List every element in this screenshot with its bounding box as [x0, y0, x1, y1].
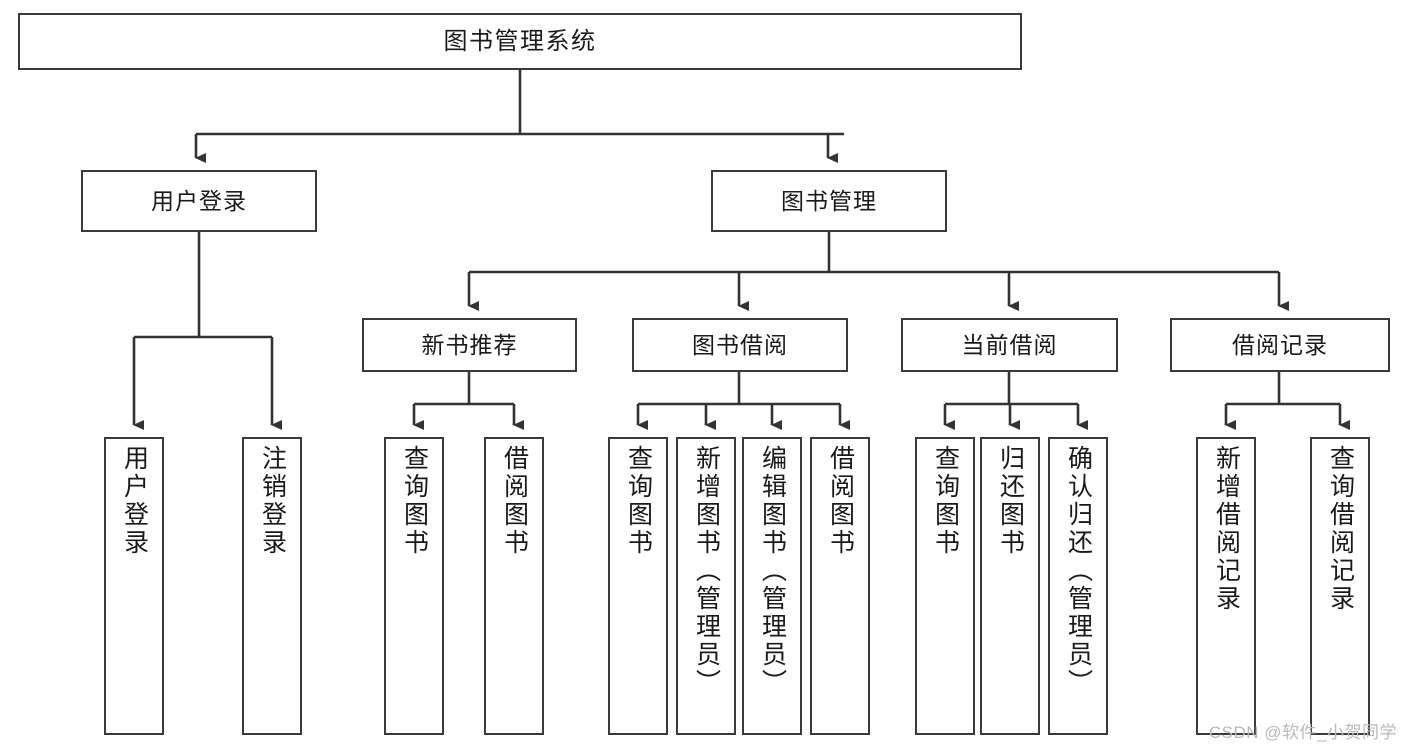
node-user-login[interactable]: 用户登录 [81, 170, 317, 232]
node-label: 新增借阅记录 [1212, 445, 1241, 613]
node-leaf-user-logout[interactable]: 注销登录 [242, 437, 302, 735]
node-new-book-recommend[interactable]: 新书推荐 [362, 318, 577, 372]
node-label: 注销登录 [258, 445, 287, 557]
node-label: 查询图书 [931, 445, 960, 557]
node-label: 新书推荐 [421, 331, 518, 358]
node-label: 图书管理系统 [443, 27, 597, 55]
node-label: 借阅图书 [826, 445, 855, 557]
node-leaf-query-record[interactable]: 查询借阅记录 [1310, 437, 1370, 735]
node-leaf-borrow-book-2[interactable]: 借阅图书 [810, 437, 870, 735]
node-current-borrow[interactable]: 当前借阅 [901, 318, 1118, 372]
node-label: 借阅图书 [500, 445, 529, 557]
node-label: 确认归还（管理员） [1064, 445, 1093, 697]
node-leaf-query-book-1[interactable]: 查询图书 [384, 437, 444, 735]
node-label: 新增图书（管理员） [692, 445, 721, 697]
node-leaf-query-book-3[interactable]: 查询图书 [915, 437, 975, 735]
node-label: 查询借阅记录 [1326, 445, 1355, 613]
node-label: 用户登录 [151, 187, 247, 214]
node-leaf-add-record[interactable]: 新增借阅记录 [1196, 437, 1256, 735]
node-book-management[interactable]: 图书管理 [711, 170, 947, 232]
node-label: 图书借阅 [692, 331, 788, 358]
node-label: 编辑图书（管理员） [758, 445, 787, 697]
node-leaf-edit-book[interactable]: 编辑图书（管理员） [742, 437, 802, 735]
node-label: 图书管理 [781, 187, 877, 214]
node-label: 查询图书 [400, 445, 429, 557]
node-root-system[interactable]: 图书管理系统 [18, 13, 1022, 70]
node-leaf-query-book-2[interactable]: 查询图书 [608, 437, 668, 735]
node-label: 借阅记录 [1232, 331, 1328, 358]
watermark-text: CSDN @软件_小贺同学 [1208, 723, 1397, 742]
node-book-borrow[interactable]: 图书借阅 [632, 318, 848, 372]
node-label: 用户登录 [120, 445, 149, 557]
node-leaf-borrow-book-1[interactable]: 借阅图书 [484, 437, 544, 735]
node-leaf-add-book[interactable]: 新增图书（管理员） [676, 437, 736, 735]
node-label: 查询图书 [624, 445, 653, 557]
node-leaf-user-login[interactable]: 用户登录 [104, 437, 164, 735]
node-label: 归还图书 [996, 445, 1025, 557]
node-leaf-confirm-return[interactable]: 确认归还（管理员） [1048, 437, 1108, 735]
node-leaf-return-book[interactable]: 归还图书 [980, 437, 1040, 735]
node-borrow-record[interactable]: 借阅记录 [1170, 318, 1390, 372]
node-label: 当前借阅 [961, 331, 1058, 358]
